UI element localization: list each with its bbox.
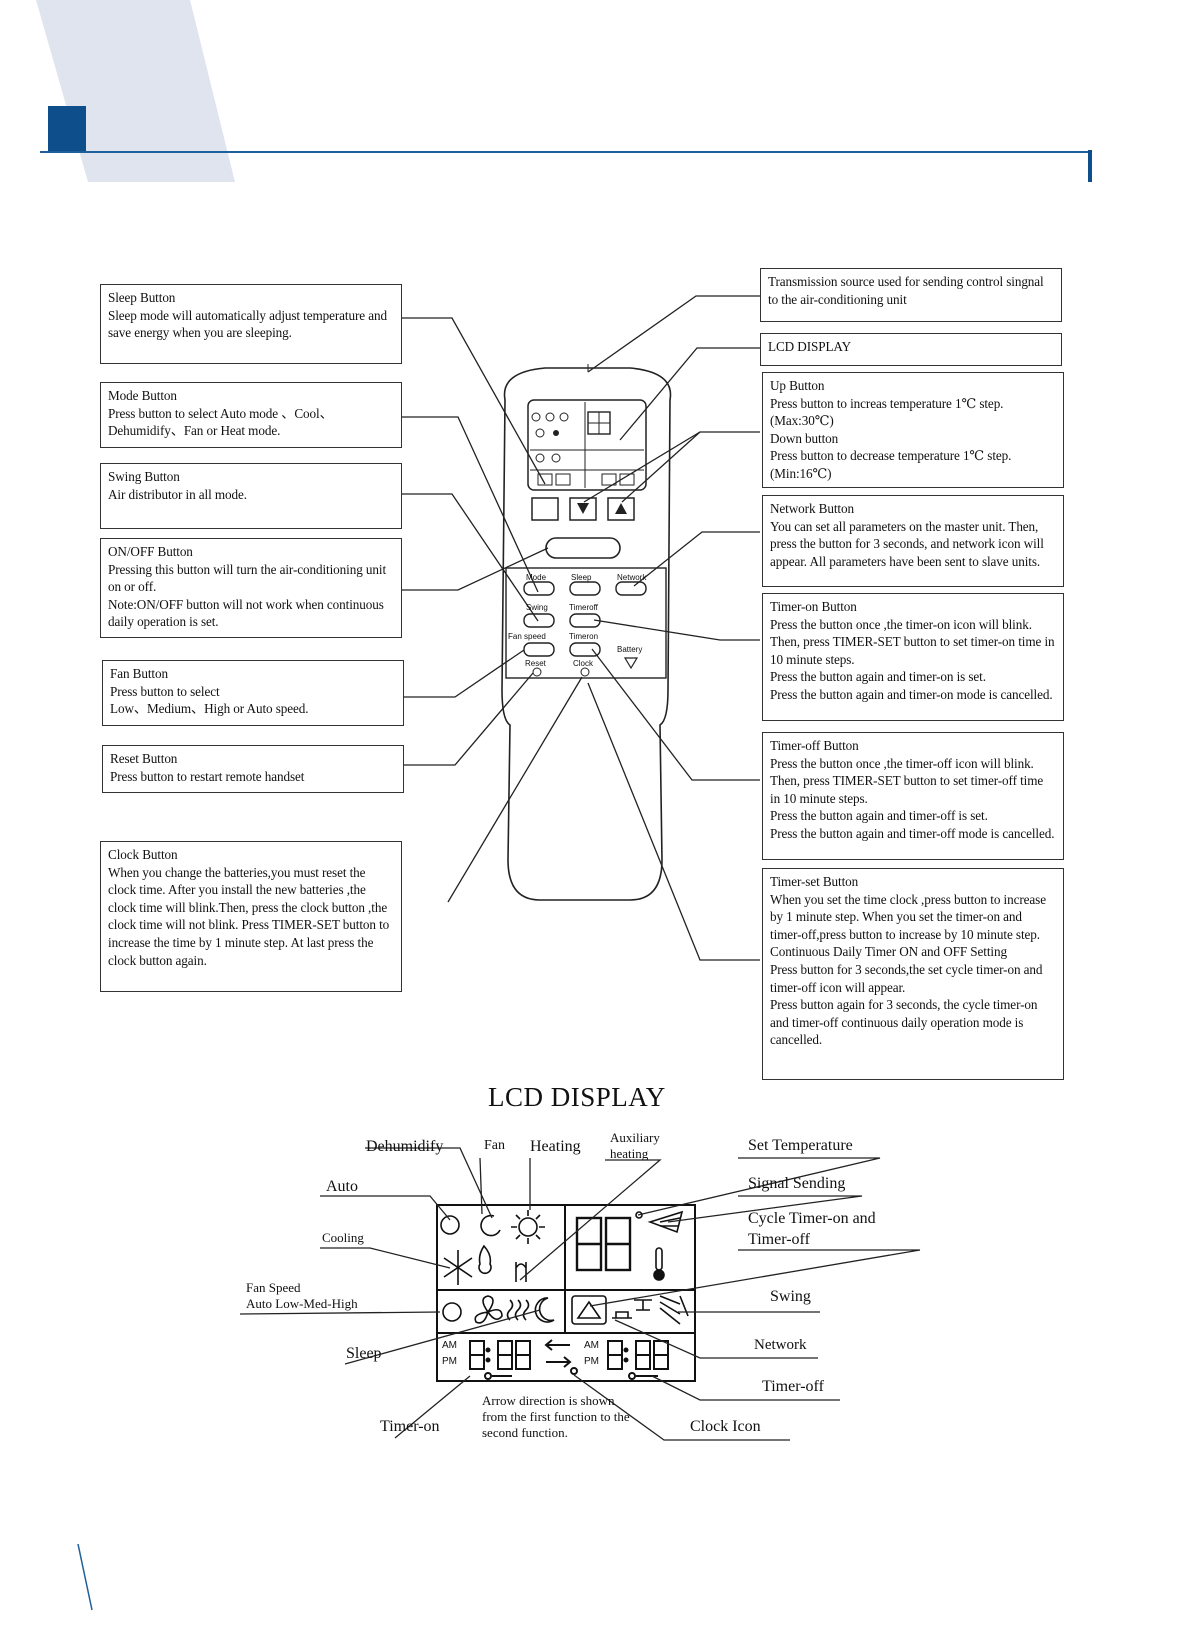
lcd-aux-heating-icon bbox=[515, 1262, 527, 1282]
remote-label-fan-speed: Fan speed bbox=[508, 632, 546, 641]
lcd-temp-digits bbox=[575, 1216, 632, 1272]
lcd-clock-icon bbox=[570, 1367, 578, 1375]
note-onoff-button: ON/OFF Button Pressing this button will … bbox=[100, 538, 402, 638]
remote-label-reset: Reset bbox=[525, 659, 546, 668]
lcd-label-auxiliary-heating: Auxiliary heating bbox=[610, 1130, 660, 1161]
lcd-label-network: Network bbox=[754, 1337, 807, 1353]
lcd-timer-off-icon bbox=[628, 1372, 636, 1380]
note-timer-set-button: Timer-set Button When you set the time c… bbox=[762, 868, 1064, 1080]
lcd-label-cooling: Cooling bbox=[322, 1230, 364, 1245]
note-timer-on-button: Timer-on Button Press the button once ,t… bbox=[762, 593, 1064, 721]
note-up-down-buttons: Up Button Press button to increas temper… bbox=[762, 372, 1064, 488]
lcd-label-sleep: Sleep bbox=[346, 1345, 382, 1362]
lcd-label-heating: Heating bbox=[530, 1138, 581, 1155]
lcd-degree-icon bbox=[635, 1211, 643, 1219]
lcd-cycle-timer-icon bbox=[571, 1295, 607, 1325]
lcd-label-dehumidify: Dehumidify bbox=[366, 1138, 444, 1155]
lcd-pm-right: PM bbox=[584, 1356, 599, 1367]
remote-square-button bbox=[531, 497, 559, 521]
note-fan-button: Fan Button Press button to select Low、Me… bbox=[102, 660, 404, 726]
lcd-label-timer-on: Timer-on bbox=[380, 1418, 440, 1435]
remote-label-timer-on: Timeron bbox=[569, 632, 599, 641]
lcd-signal-icon bbox=[647, 1210, 684, 1234]
lcd-label-set-temperature: Set Temperature bbox=[748, 1137, 853, 1154]
remote-up-button bbox=[607, 497, 635, 521]
lcd-fan-auto-icon bbox=[442, 1302, 462, 1322]
remote-label-timer-off: Timeroff bbox=[569, 603, 598, 612]
lcd-label-cycle-timer: Cycle Timer-on and Timer-off bbox=[748, 1210, 876, 1248]
note-mode-button: Mode Button Press button to select Auto … bbox=[100, 382, 402, 448]
lcd-cooling-icon bbox=[443, 1250, 473, 1285]
lcd-swing-icon bbox=[659, 1295, 689, 1325]
lcd-label-timer-off: Timer-off bbox=[762, 1378, 824, 1395]
note-reset-button: Reset Button Press button to restart rem… bbox=[102, 745, 404, 793]
lcd-timer-on-icon bbox=[484, 1372, 492, 1380]
remote-label-mode: Mode bbox=[526, 573, 547, 582]
lcd-label-clock-icon: Clock Icon bbox=[690, 1418, 761, 1435]
lcd-am-right: AM bbox=[584, 1340, 599, 1351]
lcd-label-fan-speed: Fan Speed Auto Low-Med-High bbox=[246, 1280, 358, 1311]
header-rule bbox=[40, 151, 1090, 153]
lcd-label-fan: Fan bbox=[484, 1138, 505, 1153]
remote-label-clock: Clock bbox=[573, 659, 594, 668]
lcd-dehumidify-icon bbox=[480, 1214, 501, 1237]
header-tick bbox=[1088, 150, 1092, 182]
lcd-label-arrow-note: Arrow direction is shown from the first … bbox=[482, 1393, 630, 1440]
remote-down-button bbox=[569, 497, 597, 521]
lcd-heating-icon bbox=[518, 1217, 538, 1237]
note-network-button: Network Button You can set all parameter… bbox=[762, 495, 1064, 587]
lcd-auto-icon bbox=[440, 1215, 460, 1235]
lcd-label-auto: Auto bbox=[326, 1178, 358, 1195]
note-clock-button: Clock Button When you change the batteri… bbox=[100, 841, 402, 992]
remote-outline bbox=[501, 367, 672, 901]
lcd-label-signal-sending: Signal Sending bbox=[748, 1175, 846, 1192]
note-sleep-button: Sleep Button Sleep mode will automatical… bbox=[100, 284, 402, 364]
lcd-network-icon bbox=[612, 1299, 652, 1319]
note-lcd-display: LCD DISPLAY bbox=[760, 333, 1062, 366]
header-accent-square bbox=[48, 106, 86, 152]
remote-label-network: Network bbox=[617, 573, 647, 582]
note-swing-button: Swing Button Air distributor in all mode… bbox=[100, 463, 402, 529]
remote-button-panel bbox=[505, 567, 667, 679]
note-transmission: Transmission source used for sending con… bbox=[760, 268, 1062, 322]
remote-label-battery: Battery bbox=[617, 645, 643, 654]
lcd-fan-icon bbox=[474, 1295, 503, 1324]
remote-lcd bbox=[527, 399, 647, 491]
lcd-pm-left: PM bbox=[442, 1356, 457, 1367]
remote-label-swing: Swing bbox=[526, 603, 548, 612]
remote-label-sleep: Sleep bbox=[571, 573, 592, 582]
lcd-section-title: LCD DISPLAY bbox=[488, 1082, 666, 1112]
lcd-label-swing: Swing bbox=[770, 1288, 811, 1305]
lcd-sleep-moon-icon bbox=[534, 1297, 555, 1323]
remote-onoff-button bbox=[545, 537, 621, 559]
lcd-am-left: AM bbox=[442, 1340, 457, 1351]
note-timer-off-button: Timer-off Button Press the button once ,… bbox=[762, 732, 1064, 860]
